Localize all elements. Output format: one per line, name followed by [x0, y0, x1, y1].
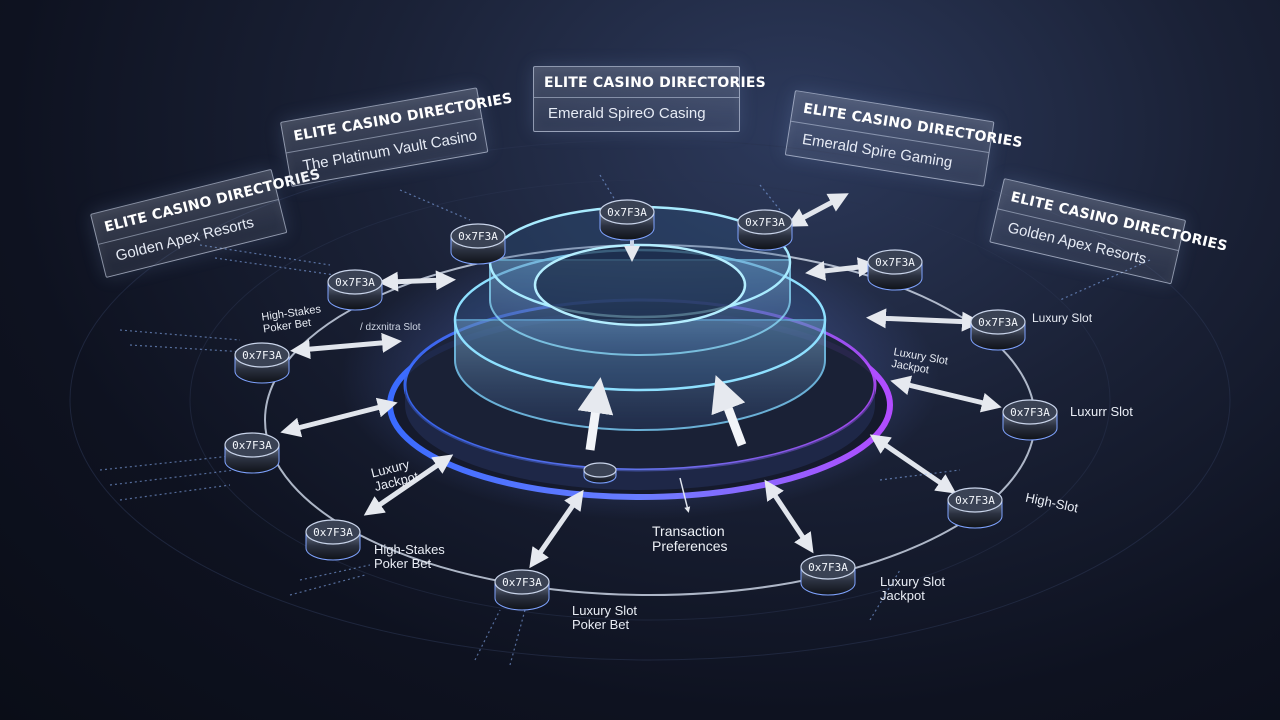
node-cap	[970, 309, 1026, 335]
node-cap	[327, 269, 383, 295]
data-streaks	[99, 174, 1151, 666]
network-node[interactable]	[583, 462, 617, 484]
connector-arrow	[529, 489, 584, 569]
node-id-text: 0x7F3A	[745, 216, 785, 229]
network-node[interactable]: 0x7F3A	[494, 569, 550, 611]
node-cap	[450, 223, 506, 249]
hub-arrow-right	[711, 375, 747, 447]
node-id-text: 0x7F3A	[232, 439, 272, 452]
directory-card-header: ELITE CASINO DIRECTORIES	[534, 67, 766, 98]
connector-arrow	[378, 270, 456, 292]
network-node[interactable]: 0x7F3A	[327, 269, 383, 311]
node-id-text: 0x7F3A	[978, 316, 1018, 329]
node-id-text: 0x7F3A	[1010, 406, 1050, 419]
data-streak	[599, 174, 616, 201]
network-node[interactable]: 0x7F3A	[1002, 399, 1058, 441]
node-id-text: 0x7F3A	[607, 206, 647, 219]
directory-card[interactable]: ELITE CASINO DIRECTORIES Emerald Spireʘ …	[533, 66, 766, 132]
grid-ring-mid	[189, 179, 1111, 621]
network-node[interactable]: 0x7F3A	[224, 432, 280, 474]
node-cap	[599, 199, 655, 225]
network-node[interactable]: 0x7F3A	[867, 249, 923, 291]
data-streak	[119, 484, 231, 501]
node-id-text: 0x7F3A	[242, 349, 282, 362]
node-id-text: 0x7F3A	[875, 256, 915, 269]
data-streak	[509, 609, 526, 666]
node-label: Luxury Slot Poker Bet	[572, 603, 638, 633]
data-streak	[289, 574, 366, 596]
hub-inner-ring	[533, 243, 747, 327]
node-cap	[583, 462, 617, 478]
connector-arrow	[805, 257, 878, 281]
node-cap	[800, 554, 856, 580]
center-label: Transaction Preferences	[652, 523, 728, 555]
data-streak	[199, 244, 331, 266]
network-node[interactable]: 0x7F3A	[305, 519, 361, 561]
node-id-text: 0x7F3A	[458, 230, 498, 243]
connector-arrow	[866, 308, 982, 332]
network-node[interactable]: 0x7F3A	[947, 487, 1003, 529]
node-cap	[947, 487, 1003, 513]
data-streak	[109, 469, 236, 486]
data-streak	[759, 184, 781, 211]
node-group: 0x7F3A 0x7F3A 0x7F3A 0x7F3A 0x7F3A 0x7F3A 0x7F…	[224, 199, 1058, 611]
connector-arrows	[280, 193, 1002, 569]
hub-base-side	[405, 385, 875, 490]
node-label: Luxury Slot Jackpot	[880, 574, 946, 604]
grid-ring-outer	[69, 139, 1231, 661]
data-streak	[129, 344, 246, 353]
connector-arrow	[280, 397, 398, 438]
data-streak	[1059, 259, 1151, 301]
connector-arrow	[290, 332, 402, 360]
node-label: High-Stakes Poker Bet	[374, 542, 445, 572]
connector-arrow	[890, 375, 1002, 413]
connector-arrow	[786, 193, 849, 227]
network-node[interactable]: 0x7F3A	[599, 199, 655, 241]
connector-arrow	[764, 479, 814, 554]
data-streak	[99, 454, 241, 471]
data-streak	[474, 609, 501, 661]
data-streak	[299, 564, 371, 581]
node-label: Luxurr Slot	[1070, 404, 1133, 419]
network-node[interactable]: 0x7F3A	[234, 342, 290, 384]
node-label: Luxury Slot	[1032, 311, 1093, 325]
node-cap	[234, 342, 290, 368]
node-cap	[494, 569, 550, 595]
node-cap	[305, 519, 361, 545]
data-streak	[214, 257, 336, 276]
node-id-text: 0x7F3A	[502, 576, 542, 589]
node-cap	[737, 209, 793, 235]
network-node[interactable]: 0x7F3A	[450, 223, 506, 265]
hub-arrow-pointer	[679, 477, 691, 513]
network-node[interactable]: 0x7F3A	[800, 554, 856, 596]
network-node[interactable]: 0x7F3A	[970, 309, 1026, 351]
node-id-text: 0x7F3A	[313, 526, 353, 539]
node-id-text: 0x7F3A	[335, 276, 375, 289]
node-cap	[1002, 399, 1058, 425]
node-id-text: 0x7F3A	[955, 494, 995, 507]
connector-arrow	[869, 434, 957, 494]
node-label: / dzxnitra Slot	[360, 322, 421, 333]
node-id-text: 0x7F3A	[808, 561, 848, 574]
network-node[interactable]: 0x7F3A	[737, 209, 793, 251]
hub-arrow-left	[577, 377, 614, 451]
central-hub	[387, 205, 893, 513]
data-streak	[879, 469, 961, 481]
data-streak	[119, 329, 241, 341]
node-cap	[867, 249, 923, 275]
node-cap	[224, 432, 280, 458]
connector-arrow	[363, 454, 454, 516]
directory-card-name: Emerald Spireʘ Casing	[548, 105, 706, 122]
